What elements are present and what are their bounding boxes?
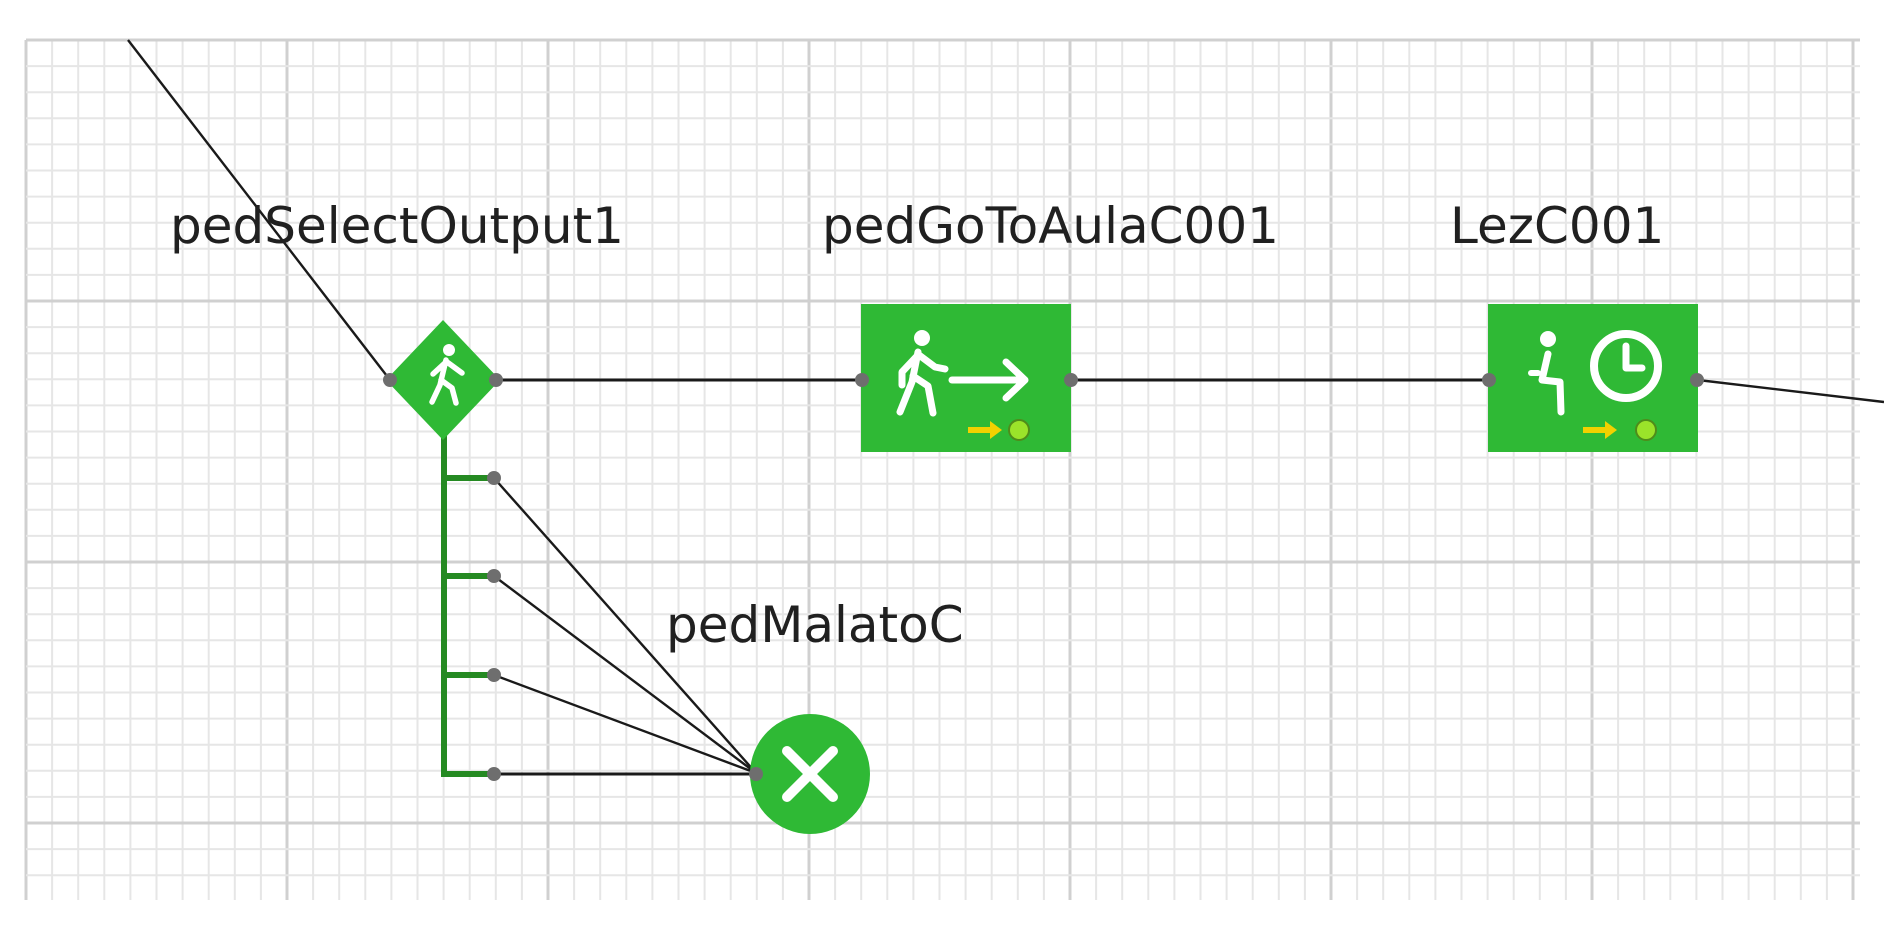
walking-person-icon (429, 344, 465, 406)
select-output-branches (441, 425, 495, 777)
select-output-block[interactable]: pedSelectOutput1 (170, 197, 624, 781)
status-indicator-icon (1583, 419, 1657, 441)
connector-lezione-outgoing[interactable] (1697, 378, 1884, 404)
go-to-aula-label: pedGoToAulaC001 (822, 197, 1279, 255)
select-output-branch-port-1[interactable] (487, 471, 501, 485)
select-output-branch-port-2[interactable] (487, 569, 501, 583)
malato-sink-input-port[interactable] (749, 767, 763, 781)
connectors (127, 39, 1884, 776)
grid-background (24, 38, 1860, 900)
go-to-aula-output-port[interactable] (1064, 373, 1078, 387)
select-output-label: pedSelectOutput1 (170, 197, 624, 255)
lezione-block[interactable]: LezC001 (1450, 197, 1704, 452)
select-output-output-port[interactable] (489, 373, 503, 387)
go-to-aula-input-port[interactable] (855, 373, 869, 387)
walk-arrow-icon (896, 330, 1029, 417)
connector-branch-2-to-sink[interactable] (493, 575, 757, 774)
x-cross-icon (782, 746, 838, 802)
lezione-output-port[interactable] (1690, 373, 1704, 387)
malato-sink-label: pedMalatoC (666, 596, 964, 654)
go-to-aula-block[interactable]: pedGoToAulaC001 (822, 197, 1279, 452)
malato-sink-block[interactable]: pedMalatoC (666, 596, 964, 834)
status-indicator-icon (968, 419, 1030, 441)
select-output-branch-port-3[interactable] (487, 668, 501, 682)
connector-branch-1-to-sink[interactable] (493, 477, 757, 774)
lezione-label: LezC001 (1450, 197, 1664, 255)
connector-branch-3-to-sink[interactable] (493, 673, 757, 775)
lezione-input-port[interactable] (1482, 373, 1496, 387)
select-output-branch-port-4[interactable] (487, 767, 501, 781)
seated-person-clock-icon (1528, 330, 1662, 416)
connector-incoming[interactable] (127, 39, 391, 381)
select-output-input-port[interactable] (383, 373, 397, 387)
